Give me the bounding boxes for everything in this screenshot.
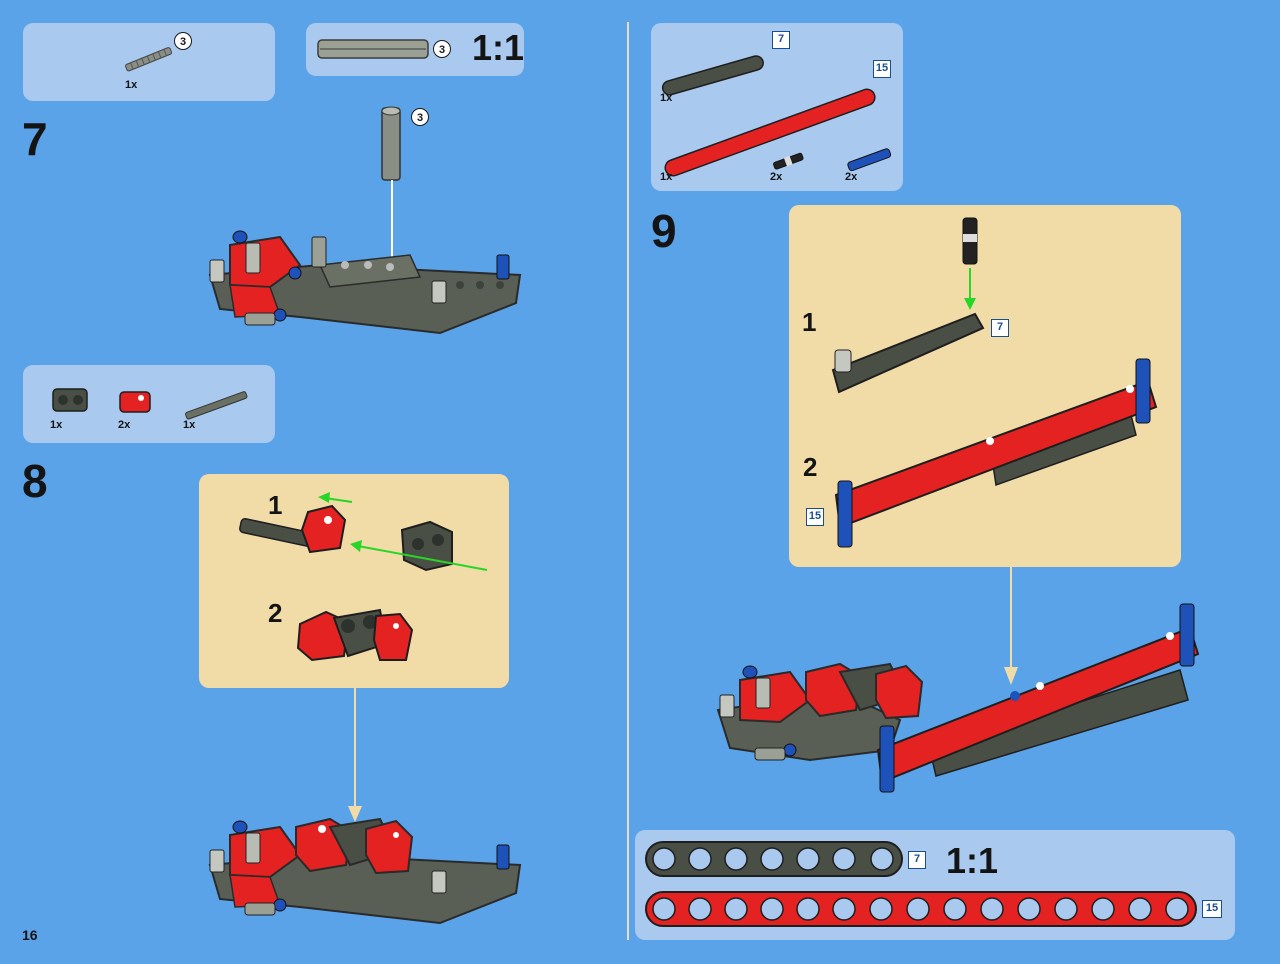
step9-parts-beam7-callout: 7: [772, 31, 790, 49]
step7-number: 7: [22, 113, 48, 165]
step8-parts-qty3: 1x: [183, 419, 196, 431]
step9-model-icon: [716, 603, 1200, 793]
step7-scale-text: 1:1: [472, 27, 525, 68]
step7-model-callout: 3: [411, 108, 429, 126]
beam-7-scale-icon: [645, 841, 903, 877]
step8-substep2-number: 2: [268, 598, 283, 628]
beam-15-part-icon: [664, 88, 876, 177]
step8-substep1-icon: [239, 492, 488, 572]
step7-scale-callout: 3: [433, 40, 451, 58]
step7-parts-callout: 3: [174, 32, 192, 50]
connector-part-icon: [52, 388, 88, 412]
bottom-scale-beam15-callout: 15: [1202, 900, 1222, 918]
step9-substep2-icon: [834, 358, 1158, 548]
step9-substep2-callout: 15: [806, 508, 824, 526]
page-divider: [627, 22, 629, 940]
axle-long-part-icon: [185, 391, 248, 420]
axle-scale-icon: [317, 39, 429, 59]
step8-connect-arrow-icon: [348, 688, 362, 822]
step7-axle-insert-icon: [381, 106, 401, 181]
step9-parts-qty-pin-black: 2x: [770, 171, 783, 183]
red-connector-part-icon: [119, 391, 151, 413]
step9-parts-icons: [661, 55, 892, 177]
step9-parts-qty-beam7: 1x: [660, 92, 673, 104]
step7-model-icon: [208, 230, 522, 335]
step9-connect-arrow-icon: [1004, 567, 1018, 685]
step8-substep1-number: 1: [268, 490, 283, 520]
pin-blue-part-icon: [847, 148, 892, 172]
beam-15-scale-icon: [645, 891, 1197, 927]
pin-black-part-icon: [773, 152, 804, 170]
bottom-scale-text: 1:1: [946, 840, 999, 881]
axle-part-icon: [125, 47, 173, 72]
step9-parts-beam15-callout: 15: [873, 60, 891, 78]
step9-parts-qty-beam15: 1x: [660, 171, 673, 183]
beam-7-part-icon: [661, 55, 764, 96]
step8-model-icon: [208, 817, 522, 925]
step9-number: 9: [651, 205, 677, 257]
step9-parts-qty-pin-blue: 2x: [845, 171, 858, 183]
step8-parts-icons: [52, 388, 248, 420]
step8-parts-qty1: 1x: [50, 419, 63, 431]
step9-substep2-number: 2: [803, 452, 818, 482]
step9-substep1-callout: 7: [991, 319, 1009, 337]
step8-parts-qty2: 2x: [118, 419, 131, 431]
page-number: 16: [22, 927, 38, 943]
step9-substep1-number: 1: [802, 307, 817, 337]
step8-substep2-icon: [296, 608, 414, 662]
step8-number: 8: [22, 455, 48, 507]
bottom-scale-beam7-callout: 7: [908, 851, 926, 869]
step9-substep1-icon: [831, 217, 985, 394]
step7-parts-qty: 1x: [125, 79, 138, 91]
